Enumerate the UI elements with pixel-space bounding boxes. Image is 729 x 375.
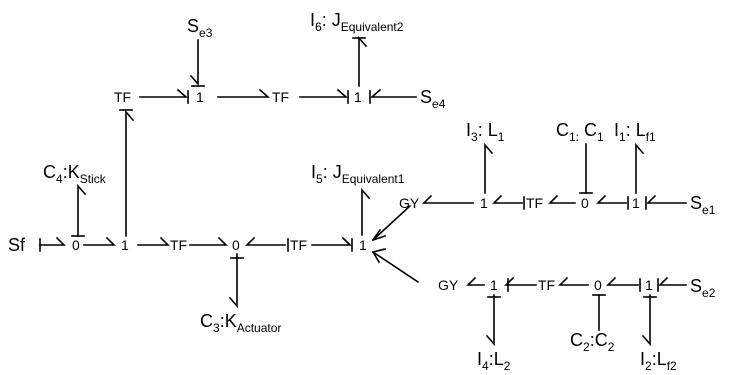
junction-0-lower: 0 [594,277,602,293]
bond-1-to-gy-upper [371,204,412,242]
source-effort-4-label: Se4 [420,87,446,111]
source-flow-label: Sf [8,235,26,255]
bond-1-to-i1 [635,142,645,194]
bond-1-to-i5 [361,187,371,236]
bond-1-to-tf-vertical [119,109,135,237]
source-effort-3-label: Se3 [187,16,213,40]
junction-0-mid: 0 [232,237,240,253]
tf-upper: TF [526,195,543,211]
bond-1-to-tf-bottom [137,236,170,246]
element-labels: Sf Se3 Se4 Se1 Se2 I6: JEquivalent2 I5: … [8,10,716,373]
bond-0-to-1 [83,236,116,246]
capacitance-4-label: C4:KStick [43,162,107,186]
junction-1-lower-a: 1 [490,277,498,293]
bond-tf-to-1-lower [504,276,537,292]
bond-1-to-0-upper [596,194,629,210]
junction-1-upper-a: 1 [480,195,488,211]
junction-1-top-a: 1 [196,89,204,105]
inertia-6-label: I6: JEquivalent2 [310,10,404,34]
bond-0-to-c3 [228,253,244,309]
bond-tf-to-1-top-right [299,88,349,104]
tf-bottom-a: TF [170,237,187,253]
tf-bottom-b: TF [290,237,307,253]
bond-1-to-gy-upper-chain [422,194,474,204]
tf-lower: TF [538,277,555,293]
bond-1-to-i3 [484,142,494,194]
bond-1-to-i4 [485,294,501,347]
capacitance-2-label: C2:C2 [570,330,615,354]
bond-0-to-tf-lower [558,276,589,286]
source-effort-2-label: Se2 [690,276,716,300]
junction-1-upper-b: 1 [632,195,640,211]
bond-tf-to-1-upper [492,194,525,210]
nodes: TF 1 TF 1 0 1 TF 0 TF 1 GY 1 TF 0 1 GY 1… [72,89,653,293]
gy-lower: GY [438,277,459,293]
bond-tf-to-1-center [311,236,353,252]
inertia-5-label: I5: JEquivalent1 [311,162,405,186]
bond-tf-to-0-bottom [189,236,228,246]
bond-se1-to-1 [645,194,687,210]
bond-0-to-c2 [592,294,606,331]
bond-se2-to-1 [657,276,687,292]
bond-1-to-i2 [641,294,657,347]
bond-0-to-tf-upper [548,194,576,204]
bond-0-to-c4 [71,183,87,237]
tf-top-mid: TF [272,89,289,105]
bond-tf-to-0-right [245,236,289,252]
bond-1-to-gy-lower [371,248,420,284]
inertia-2-label: I2:Lf2 [640,349,677,373]
junction-1-left: 1 [121,237,129,253]
gy-upper: GY [399,195,420,211]
junction-1-top-b: 1 [354,89,362,105]
junction-0-left: 0 [72,237,80,253]
inertia-4-label: I4:L2 [477,349,511,373]
bond-0-to-c1 [579,143,593,194]
bond-tf-to-1-top [139,88,189,104]
junction-1-lower-b: 1 [645,277,653,293]
capacitance-1-label: C1: C1 [556,120,604,144]
inertia-3-label: I3: L1 [466,120,505,144]
capacitance-3-label: C3:KActuator [200,311,281,335]
bond-sf-to-0 [39,236,66,252]
tf-top-left: TF [114,89,131,105]
bond-1-to-gy-lower-chain [466,276,485,286]
inertia-1-label: I1: Lf1 [614,120,656,144]
junction-1-center: 1 [359,237,367,253]
bonds [39,35,687,347]
bond-se3-to-1 [189,39,205,87]
bond-1-to-i6 [352,35,368,87]
bond-1-to-tf-top [217,88,271,98]
bond-se4-to-1 [369,88,417,104]
bond-1-to-0-lower [606,276,641,292]
source-effort-1-label: Se1 [690,193,716,217]
junction-0-upper: 0 [581,195,589,211]
